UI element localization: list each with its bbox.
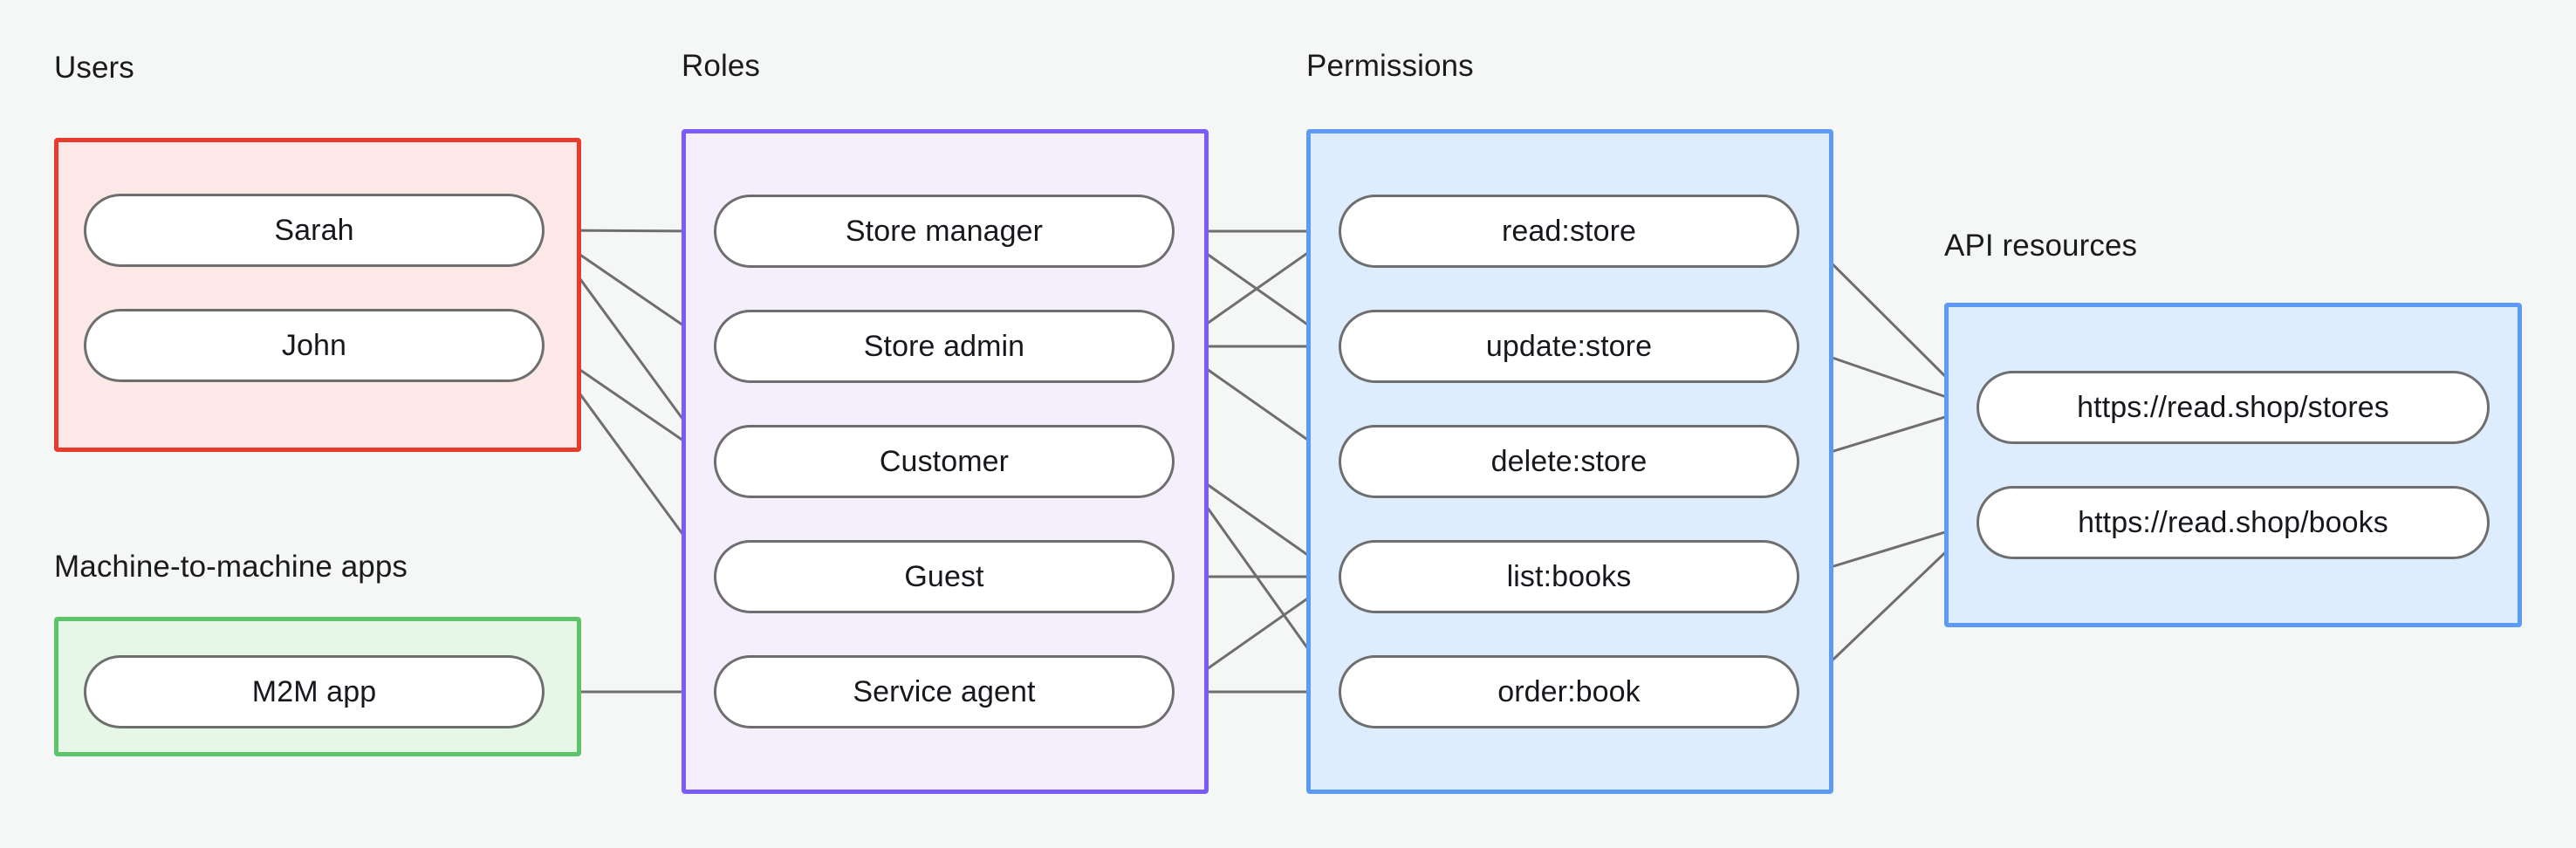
node-delete_store[interactable]: delete:store (1339, 425, 1799, 498)
group-label-m2m: Machine-to-machine apps (54, 550, 408, 584)
group-label-roles: Roles (682, 49, 760, 83)
node-update_store[interactable]: update:store (1339, 310, 1799, 383)
node-john[interactable]: John (84, 309, 545, 382)
group-label-users: Users (54, 51, 134, 85)
node-sarah[interactable]: Sarah (84, 194, 545, 267)
node-res_stores[interactable]: https://read.shop/stores (1977, 371, 2490, 444)
node-m2mapp[interactable]: M2M app (84, 655, 545, 728)
group-box-users (54, 138, 581, 452)
group-label-api_resources: API resources (1944, 229, 2138, 263)
node-read_store[interactable]: read:store (1339, 195, 1799, 268)
node-service_agent[interactable]: Service agent (714, 655, 1175, 728)
node-store_admin[interactable]: Store admin (714, 310, 1175, 383)
group-label-permissions: Permissions (1306, 49, 1474, 83)
node-res_books[interactable]: https://read.shop/books (1977, 486, 2490, 559)
node-customer[interactable]: Customer (714, 425, 1175, 498)
node-order_book[interactable]: order:book (1339, 655, 1799, 728)
node-guest[interactable]: Guest (714, 540, 1175, 613)
group-box-api_resources (1944, 303, 2522, 627)
node-store_manager[interactable]: Store manager (714, 195, 1175, 268)
node-list_books[interactable]: list:books (1339, 540, 1799, 613)
